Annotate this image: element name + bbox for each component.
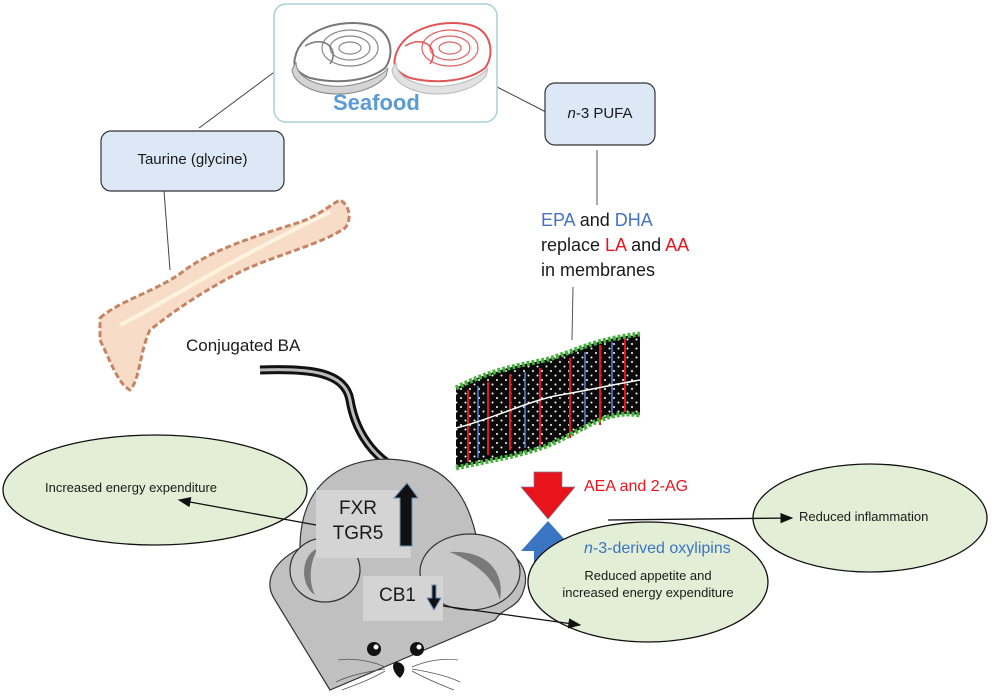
- outcome-bottom-text: Reduced appetite and increased energy ex…: [560, 567, 736, 601]
- oxylipins-rest: -3-derived oxylipins: [592, 540, 731, 557]
- fish-steak-gray-icon: [291, 22, 392, 95]
- pufa-box: [544, 82, 656, 146]
- membrane-text-line1: EPA and DHA: [541, 208, 689, 233]
- mouse-tail: [259, 365, 389, 466]
- receptor-cb1: CB1: [379, 585, 416, 606]
- membrane-text-segment: replace: [541, 235, 606, 255]
- receptor-text-fxr-tgr5: FXR TGR5: [316, 496, 400, 546]
- pufa-label-italic: n: [567, 105, 576, 122]
- decrease-arrow-icon: [520, 471, 576, 520]
- membrane-text: EPA and DHA replace LA and AA in membran…: [541, 208, 689, 283]
- lipid-bilayer-membrane: [454, 331, 641, 471]
- membrane-text-segment: AA: [665, 235, 690, 255]
- conjugated-ba-label: Conjugated BA: [186, 336, 301, 355]
- membrane-text-line2: replace LA and AA: [541, 233, 689, 258]
- outcome-right-text: Reduced inflammation: [799, 509, 929, 524]
- membrane-text-segment: EPA: [541, 210, 575, 230]
- taurine-box: [100, 130, 285, 192]
- intestine-illustration: [98, 198, 351, 392]
- receptor-tgr5: TGR5: [332, 523, 384, 544]
- arrow-to-energy-expenditure: [177, 496, 317, 526]
- arrow-to-reduced-appetite: [442, 605, 582, 629]
- membrane-text-segment: DHA: [614, 210, 653, 230]
- connector-seafood-taurine: [198, 69, 278, 129]
- receptor-fxr: FXR: [339, 498, 377, 519]
- outcome-bottom-line1: Reduced appetite and: [584, 568, 712, 583]
- outcome-bottom-line2: increased energy expenditure: [562, 585, 734, 600]
- pufa-label: n-3 PUFA: [545, 105, 655, 122]
- increase-mediators-label: n-3-derived oxylipins: [584, 540, 731, 558]
- membrane-text-segment: LA: [605, 235, 627, 255]
- connector-taurine-intestine: [163, 190, 171, 271]
- oxylipins-italic: n: [584, 540, 593, 557]
- connector-seafood-pufa: [496, 86, 547, 113]
- taurine-label: Taurine (glycine): [137, 151, 248, 168]
- connector-text-membrane: [571, 286, 574, 341]
- receptor-box-fxr-tgr5: [316, 490, 411, 558]
- arrow-down-icon: [426, 584, 442, 611]
- pufa-label-rest: -3 PUFA: [575, 105, 633, 122]
- seafood-box: [273, 3, 498, 123]
- outcome-ellipse-bottom: [527, 521, 769, 643]
- arrow-to-reduced-inflammation: [607, 512, 794, 524]
- decrease-mediators-label: AEA and 2-AG: [584, 478, 689, 495]
- outcome-left-text: Increased energy expenditure: [45, 480, 218, 495]
- outcome-ellipse-left: [2, 434, 308, 546]
- membrane-text-segment: and: [574, 210, 615, 230]
- membrane-text-segment: and: [626, 235, 666, 255]
- arrow-up-icon: [392, 482, 419, 547]
- seafood-label: Seafood: [333, 90, 420, 115]
- membrane-text-line3: in membranes: [541, 260, 656, 280]
- fish-steak-red-icon: [391, 22, 492, 95]
